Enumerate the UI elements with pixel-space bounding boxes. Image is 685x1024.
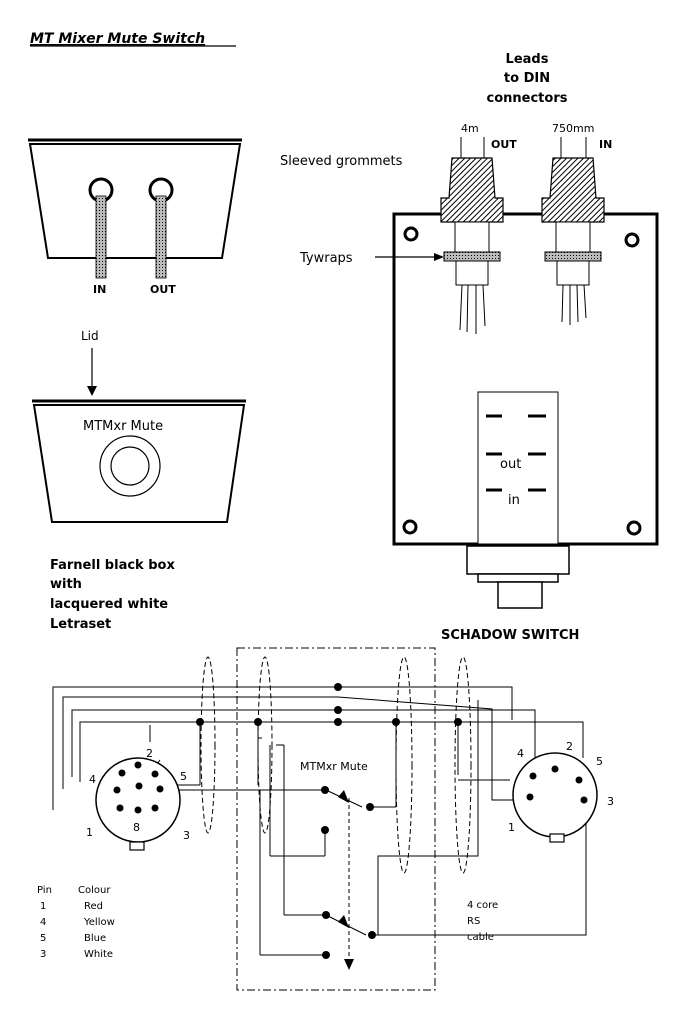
- svg-text:4: 4: [40, 917, 46, 928]
- screw-br: [626, 520, 642, 536]
- svg-text:Letraset: Letraset: [50, 617, 111, 632]
- svg-text:2: 2: [146, 747, 153, 760]
- lid-view: Lid MTMxr Mute: [32, 329, 246, 523]
- svg-text:Leads: Leads: [506, 52, 549, 67]
- svg-text:White: White: [84, 949, 113, 960]
- front-out-label: OUT: [150, 283, 176, 296]
- out-tag: OUT: [491, 138, 517, 151]
- svg-text:Blue: Blue: [84, 933, 106, 944]
- svg-text:4 core: 4 core: [467, 900, 498, 911]
- in-lead: [95, 195, 107, 279]
- svg-text:4: 4: [517, 747, 524, 760]
- page-title: MT Mixer Mute Switch: [30, 31, 205, 47]
- svg-text:4: 4: [89, 773, 96, 786]
- svg-text:Red: Red: [84, 901, 103, 912]
- screw-tl: [403, 226, 419, 242]
- switch-position-out: out: [500, 457, 521, 472]
- svg-text:5: 5: [596, 755, 603, 768]
- switch-position-in: in: [508, 493, 520, 508]
- out-lead-length: 4m: [461, 122, 479, 135]
- cable-right-1: [395, 656, 413, 874]
- svg-text:RS: RS: [467, 916, 480, 927]
- in-lead-length: 750mm: [552, 122, 594, 135]
- svg-text:connectors: connectors: [487, 91, 568, 106]
- svg-text:lacquered white: lacquered white: [50, 597, 168, 612]
- svg-text:cable: cable: [467, 932, 494, 943]
- cable-note: 4 core RS cable: [467, 900, 498, 943]
- switch-caption: SCHADOW SWITCH: [441, 628, 579, 643]
- tywrap-out: [443, 251, 501, 262]
- cable-left-1: [200, 656, 216, 834]
- svg-text:3: 3: [40, 949, 46, 960]
- pin-colour-table: Pin Colour 1 Red 4 Yellow 5 Blue 3 White: [37, 885, 115, 960]
- screw-bl: [402, 519, 418, 535]
- svg-text:Colour: Colour: [78, 885, 111, 896]
- svg-text:3: 3: [183, 829, 190, 842]
- mute-switch-label: MTMxr Mute: [300, 760, 368, 773]
- grommet-label: Sleeved grommets: [280, 154, 403, 169]
- lid-text: MTMxr Mute: [83, 419, 163, 434]
- svg-text:with: with: [50, 577, 82, 592]
- cable-right-2: [454, 656, 472, 874]
- mute-switch-enclosure: [236, 647, 436, 991]
- svg-text:1: 1: [40, 901, 46, 912]
- svg-text:Yellow: Yellow: [83, 917, 115, 928]
- svg-text:8: 8: [133, 821, 140, 834]
- screw-tr: [624, 232, 640, 248]
- svg-text:to DIN: to DIN: [504, 71, 550, 86]
- out-lead: [155, 195, 167, 279]
- svg-text:1: 1: [86, 826, 93, 839]
- svg-text:Farnell black box: Farnell black box: [50, 558, 175, 573]
- lid-switch-inner: [110, 446, 150, 486]
- box-caption: Farnell black box with lacquered white L…: [50, 558, 175, 632]
- svg-text:2: 2: [566, 740, 573, 753]
- svg-text:Pin: Pin: [37, 885, 52, 896]
- leads-heading: Leads to DIN connectors: [487, 52, 568, 106]
- svg-text:1: 1: [508, 821, 515, 834]
- left-din-connector: 2 4 5 1 8 3: [86, 747, 190, 851]
- right-din-connector: 4 2 5 3 1: [508, 740, 614, 843]
- box-front-view: IN OUT: [28, 138, 242, 296]
- svg-text:5: 5: [180, 770, 187, 783]
- svg-text:3: 3: [607, 795, 614, 808]
- svg-text:5: 5: [40, 933, 46, 944]
- grommet-out: [440, 157, 504, 223]
- tywrap-label: Tywraps: [299, 251, 353, 266]
- in-tag: IN: [599, 138, 612, 151]
- front-in-label: IN: [93, 283, 106, 296]
- tywrap-in: [544, 251, 602, 262]
- grommet-in: [541, 157, 605, 223]
- lid-label: Lid: [81, 329, 99, 343]
